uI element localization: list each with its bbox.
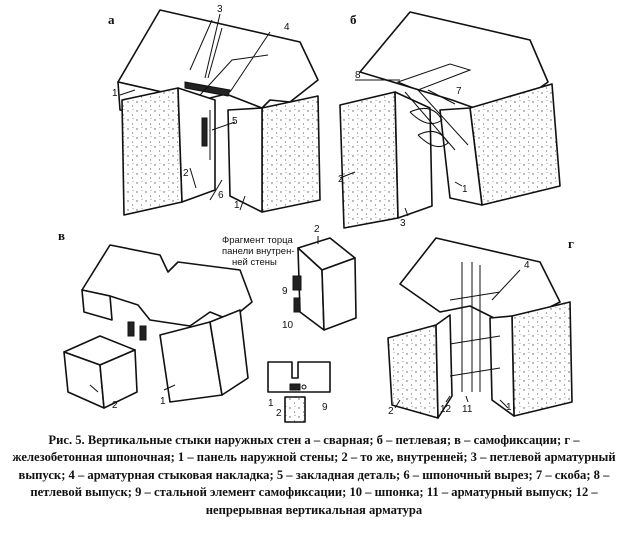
panel-g-label-12: 12: [440, 404, 452, 415]
section-label-1: 1: [268, 398, 274, 409]
panel-a-label-5: 5: [232, 116, 238, 127]
panel-g-keyed-joint: [387, 237, 573, 419]
fragment-title-line-3: ней стены: [232, 257, 277, 268]
panel-b-label-3: 3: [400, 218, 406, 229]
panel-b-label-7: 7: [456, 86, 462, 97]
panel-v-letter: в: [58, 228, 65, 243]
panel-b-label-8: 8: [355, 70, 361, 81]
panel-g-label-4: 4: [524, 260, 530, 271]
panel-a-label-1b: 1: [234, 200, 240, 211]
panel-g-letter: г: [568, 236, 574, 251]
section-label-2: 2: [276, 408, 282, 419]
fragment-title-line-1: Фрагмент торца: [222, 235, 294, 246]
panel-v-label-2: 2: [112, 400, 118, 411]
panel-g-label-11: 11: [462, 404, 473, 415]
panel-b-letter: б: [350, 12, 357, 27]
panel-a-welded-joint: [117, 9, 321, 216]
panel-a-label-6: 6: [218, 190, 224, 201]
panel-g-label-1: 1: [506, 402, 512, 413]
joint-diagrams: а 3 4 1 5 2 6 1 б 8 7 2 3 1 в 2 1: [58, 4, 574, 423]
figure-caption: Рис. 5. Вертикальные стыки наружных стен…: [12, 433, 616, 517]
panel-a-letter: а: [108, 12, 115, 27]
panel-a-label-4: 4: [284, 22, 290, 33]
fragment-label-10: 10: [282, 320, 294, 331]
fragment-label-2: 2: [314, 224, 320, 235]
panel-a-label-3: 3: [217, 4, 223, 15]
panel-b-loop-joint: [339, 11, 561, 229]
fragment-label-9: 9: [282, 286, 288, 297]
panel-a-label-1: 1: [112, 88, 118, 99]
section-label-9: 9: [322, 402, 328, 413]
panel-v-label-1: 1: [160, 396, 166, 407]
fragment-title-line-2: панели внутрен-: [222, 246, 295, 257]
section-detail: [267, 361, 331, 423]
fragment-inset: [292, 236, 357, 331]
panel-a-label-2: 2: [183, 168, 189, 179]
panel-g-label-2: 2: [388, 406, 394, 417]
panel-v-self-locking-joint: [63, 244, 253, 409]
panel-b-label-2: 2: [338, 174, 344, 185]
panel-b-label-1: 1: [462, 184, 468, 195]
